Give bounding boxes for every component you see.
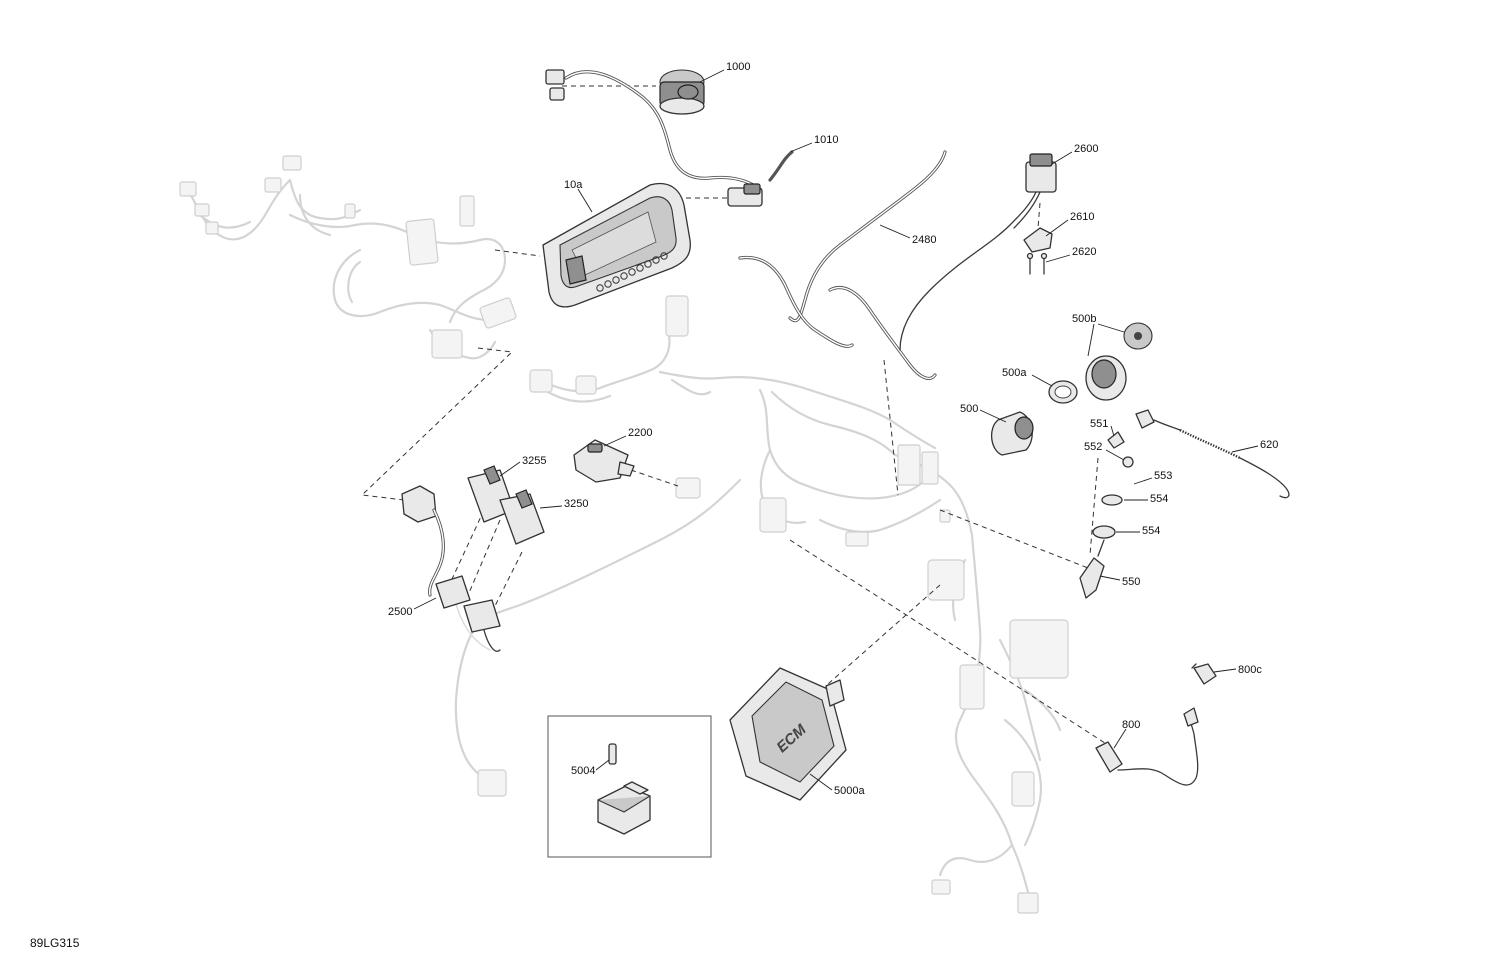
callout-1000: 1000 — [726, 61, 750, 73]
connector-2600-group — [899, 153, 1057, 351]
inset-detail-5004 — [547, 715, 712, 858]
callout-10a: 10a — [564, 179, 583, 191]
callout-620: 620 — [1260, 439, 1278, 451]
callout-2200: 2200 — [628, 427, 652, 439]
callout-550: 550 — [1122, 576, 1140, 588]
callout-2620: 2620 — [1072, 246, 1096, 258]
callout-800: 800 — [1122, 719, 1140, 731]
accessory-outlet-1000 — [545, 69, 794, 207]
main-wiring-harness — [179, 155, 1069, 914]
callout-leader-lines — [413, 69, 1259, 791]
callout-2600: 2600 — [1074, 143, 1098, 155]
callout-551: 551 — [1090, 418, 1108, 430]
callout-1010: 1010 — [814, 134, 838, 146]
switches-3255-3250 — [467, 465, 545, 545]
callout-554-upper: 554 — [1150, 493, 1168, 505]
harness-2500 — [401, 485, 501, 652]
callout-2500: 2500 — [388, 606, 412, 618]
callout-554-lower: 554 — [1142, 525, 1160, 537]
sensor-2200 — [573, 439, 635, 483]
ecm-module-5000a: ECM — [729, 667, 847, 801]
callout-800c: 800c — [1238, 664, 1262, 676]
callout-3255: 3255 — [522, 455, 546, 467]
sensor-800-group — [1095, 663, 1217, 786]
callout-500: 500 — [960, 403, 978, 415]
display-cluster-10a — [542, 182, 691, 308]
harness-2480 — [738, 150, 947, 380]
drawing-reference-code: 89LG315 — [30, 936, 80, 950]
callout-2610: 2610 — [1070, 211, 1094, 223]
callout-3250: 3250 — [564, 498, 588, 510]
callout-500a: 500a — [1002, 367, 1027, 379]
switch-550-group — [1079, 409, 1290, 599]
callout-553: 553 — [1154, 470, 1172, 482]
callout-5004: 5004 — [571, 765, 595, 777]
callout-5000a: 5000a — [834, 785, 865, 797]
callout-500b: 500b — [1072, 313, 1096, 325]
callout-552: 552 — [1084, 441, 1102, 453]
callout-2480: 2480 — [912, 234, 936, 246]
callout-labels: 1000 1010 10a 2480 2600 2610 2620 500b 5… — [388, 61, 1278, 797]
ignition-switch-500 — [991, 322, 1153, 456]
